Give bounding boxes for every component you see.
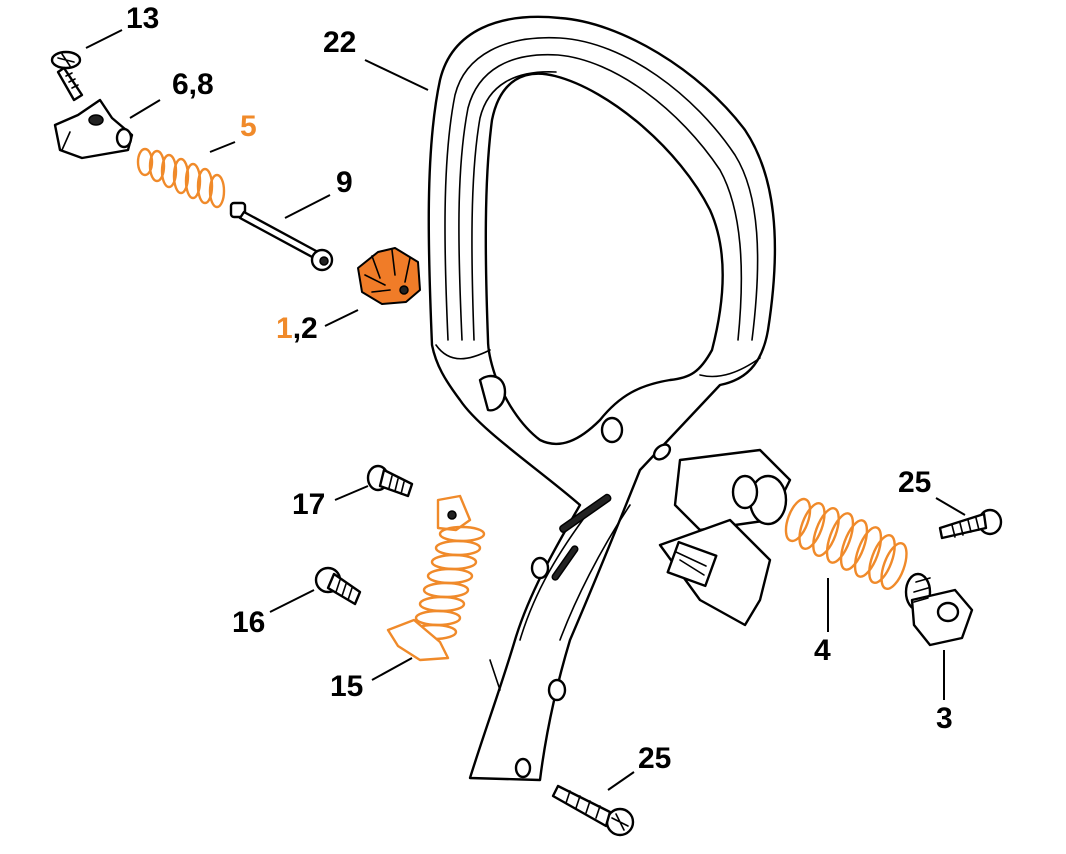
label-9: 9	[336, 166, 353, 199]
label-4: 4	[814, 634, 831, 667]
screw-part-25-top[interactable]	[938, 508, 1003, 540]
buffer-part-1-2[interactable]	[357, 247, 421, 305]
screw-part-13[interactable]	[50, 50, 84, 102]
label-6-8: 6,8	[172, 68, 214, 101]
label-13: 13	[126, 2, 160, 35]
mounting-bracket	[530, 416, 792, 627]
leader-lines	[85, 29, 966, 791]
label-16: 16	[232, 606, 266, 639]
clamp-part-6-8[interactable]	[53, 98, 134, 160]
spring-part-15[interactable]	[386, 494, 486, 662]
buffer-cap-part-3[interactable]	[904, 572, 974, 647]
label-2: ,2	[292, 312, 318, 345]
label-25-bottom: 25	[638, 742, 672, 775]
label-17: 17	[292, 488, 326, 521]
handlebar-part-22[interactable]	[427, 15, 777, 782]
label-25-top: 25	[898, 466, 932, 499]
label-1-2: 1,2	[276, 314, 318, 344]
pin-part-9[interactable]	[229, 201, 334, 272]
label-3: 3	[936, 702, 953, 735]
label-15: 15	[330, 670, 364, 703]
label-22: 22	[323, 26, 357, 59]
screw-part-16[interactable]	[314, 566, 362, 606]
spring-part-4[interactable]	[781, 496, 912, 592]
spring-part-5[interactable]	[136, 147, 226, 209]
label-1: 1	[276, 312, 293, 345]
screw-part-17[interactable]	[366, 464, 414, 498]
label-5: 5	[240, 110, 257, 143]
screw-part-25-bottom[interactable]	[551, 784, 635, 837]
